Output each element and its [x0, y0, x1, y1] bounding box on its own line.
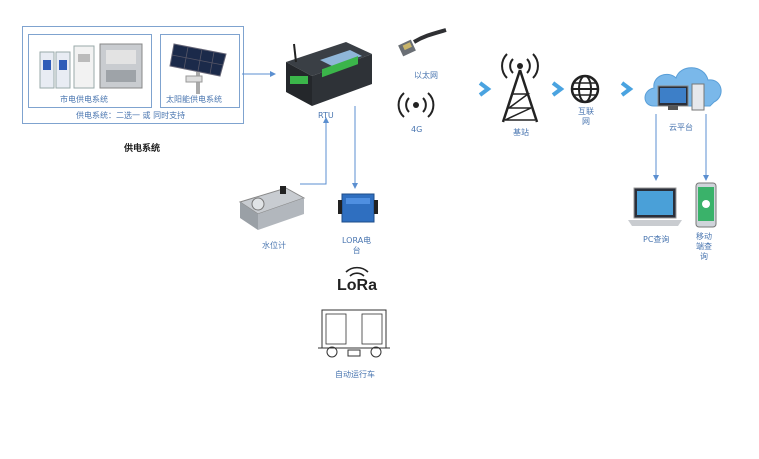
solar-power-label: 太阳能供电系统 — [166, 95, 222, 104]
mobile-phone-icon — [695, 182, 717, 228]
base-station-tower-icon — [501, 53, 539, 123]
grid-power-box — [28, 34, 152, 108]
mobile-query-label: 移动 端查 询 — [696, 232, 712, 261]
flow-chevron-icon — [551, 81, 565, 97]
autonomous-vehicle-icon — [318, 309, 390, 358]
rtu-device — [286, 42, 372, 106]
grid-power-equipment — [39, 43, 143, 89]
ethernet-cable-icon — [398, 28, 447, 57]
cloud-platform-icon — [644, 67, 722, 111]
water-gauge-label: 水位计 — [262, 241, 286, 250]
solar-panel-icon — [169, 43, 227, 94]
solar-power-box — [160, 34, 240, 108]
ethernet-label: 以太网 — [414, 71, 438, 80]
lora-radio-icon — [338, 193, 378, 223]
power-system-box — [22, 26, 244, 124]
vehicle-label: 自动运行车 — [335, 370, 375, 379]
lora-logo: LoRa — [337, 266, 377, 294]
lora-radio-label: LORA电 台 — [342, 236, 372, 255]
internet-label: 互联 网 — [578, 107, 594, 126]
pc-query-label: PC查询 — [643, 235, 670, 244]
cell-4g-label: 4G — [411, 125, 423, 134]
svg-text:LoRa: LoRa — [337, 277, 377, 294]
flow-chevron-icon — [620, 81, 634, 97]
power-system-title: 供电系统 — [124, 144, 161, 154]
gauge-to-rtu-line — [300, 117, 329, 185]
flow-chevron-icon — [478, 81, 492, 97]
base-station-label: 基站 — [513, 128, 529, 137]
internet-globe-icon — [570, 74, 600, 104]
water-level-gauge-icon — [238, 186, 306, 230]
laptop-icon — [628, 187, 682, 226]
rtu-label: RTU — [318, 111, 334, 120]
wireless-4g-icon — [397, 92, 435, 118]
cloud-label: 云平台 — [669, 123, 693, 132]
power-system-note: 供电系统：二选一 或 同时支持 — [76, 111, 186, 120]
grid-power-label: 市电供电系统 — [60, 95, 108, 104]
